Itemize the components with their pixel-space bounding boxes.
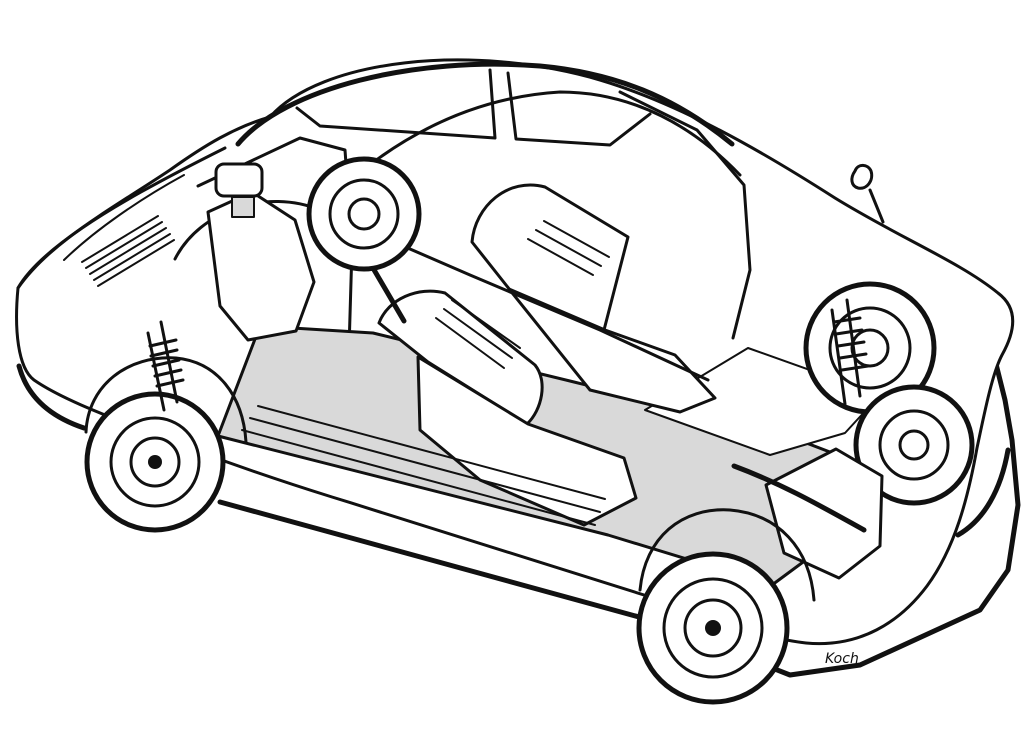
rear-seat-cushion xyxy=(507,287,717,414)
front-fender-arch xyxy=(84,356,248,444)
front-right-wheel xyxy=(306,156,422,272)
front-left-wheel xyxy=(84,391,226,533)
bonnet-crease xyxy=(63,174,185,261)
front-bumper xyxy=(16,363,87,431)
rear-seat-back xyxy=(470,183,630,332)
rear-fender-arch xyxy=(638,508,816,602)
artist-signature: Koch xyxy=(825,651,859,667)
front-suspension xyxy=(146,320,185,412)
engine-block xyxy=(206,190,316,342)
rear-bumper xyxy=(955,447,1011,538)
spare-wheel xyxy=(853,384,975,506)
rear-window-frame xyxy=(506,71,652,147)
door-frame-rear xyxy=(618,90,752,340)
front-bonnet xyxy=(16,146,227,290)
exhaust-pipe xyxy=(731,463,867,533)
roof-outline xyxy=(235,61,735,147)
carburetor xyxy=(231,196,255,218)
door-frame-front xyxy=(196,136,354,452)
air-filter xyxy=(214,162,264,198)
front-seat-cushion xyxy=(416,355,638,527)
bonnet-vents xyxy=(81,215,175,287)
interior-shading xyxy=(241,220,610,526)
side-mirror xyxy=(850,163,885,224)
rear-suspension xyxy=(830,298,870,406)
rear-left-wheel xyxy=(636,551,790,705)
